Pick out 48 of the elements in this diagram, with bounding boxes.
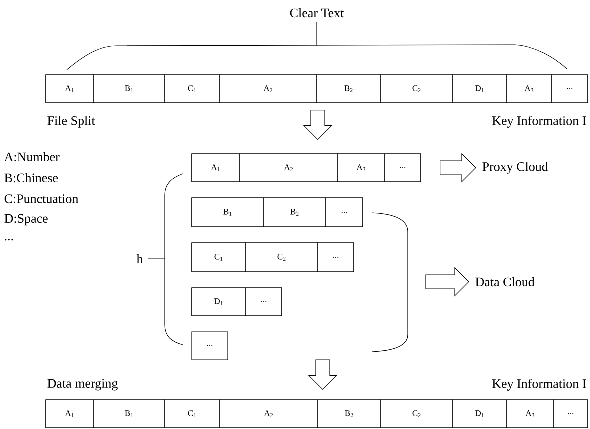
text-label: ...	[5, 239, 14, 241]
text-cell: A$_{1}$	[192, 154, 240, 182]
text-cell: ...	[192, 332, 228, 360]
text-label: C:Punctuation	[4, 194, 78, 204]
text-label: B:Chinese	[4, 173, 58, 183]
text-cell: A$_{3}$	[338, 154, 386, 182]
text-label: h	[136, 254, 144, 264]
text-cell: ...	[554, 400, 588, 428]
text-label: Key Information I	[492, 379, 586, 391]
text-cell: C$_{1}$	[164, 400, 220, 428]
text-label: File Split	[48, 116, 96, 128]
text-cell: ...	[318, 242, 354, 272]
block-arrow	[426, 267, 470, 297]
text-cell: B$_{1}$	[192, 198, 264, 228]
text-cell: ...	[246, 288, 282, 316]
text-label: Data merging	[48, 379, 118, 391]
text-label: Key Information I	[492, 116, 586, 128]
text-cell: B$_{2}$	[264, 198, 326, 228]
text-cell: A$_{3}$	[506, 400, 554, 428]
text-label: Clear Text	[290, 8, 344, 18]
text-cell: A$_{1}$	[46, 400, 94, 428]
text-cell: D$_{1}$	[452, 400, 508, 428]
text-cell: ...	[384, 154, 422, 182]
text-cell: C$_{2}$	[380, 74, 454, 104]
text-cell: A$_{2}$	[220, 400, 318, 428]
text-label: D:Space	[4, 214, 48, 226]
text-cell: C$_{1}$	[164, 74, 220, 104]
text-cell: A$_{2}$	[240, 154, 338, 182]
text-cell: B$_{2}$	[316, 74, 382, 104]
text-cell: ...	[326, 198, 364, 228]
text-cell: A$_{3}$	[506, 74, 552, 104]
cloud-label: Data Cloud	[476, 277, 535, 287]
text-cell: A$_{1}$	[46, 74, 94, 104]
cloud-label: Proxy Cloud	[482, 162, 548, 174]
text-cell: D$_{1}$	[452, 74, 508, 104]
text-cell: B$_{1}$	[94, 74, 166, 104]
text-cell: A$_{2}$	[220, 74, 318, 104]
text-cell: ...	[552, 74, 588, 104]
text-cell: C$_{2}$	[246, 242, 318, 272]
text-cell: B$_{1}$	[94, 400, 166, 428]
text-label: A:Number	[4, 152, 60, 162]
block-arrow	[440, 153, 476, 183]
block-arrow	[308, 360, 338, 390]
text-cell: C$_{2}$	[380, 400, 454, 428]
text-cell: B$_{2}$	[318, 400, 382, 428]
block-arrow	[303, 110, 333, 140]
text-cell: D$_{1}$	[192, 288, 246, 316]
text-cell: C$_{1}$	[192, 242, 246, 272]
